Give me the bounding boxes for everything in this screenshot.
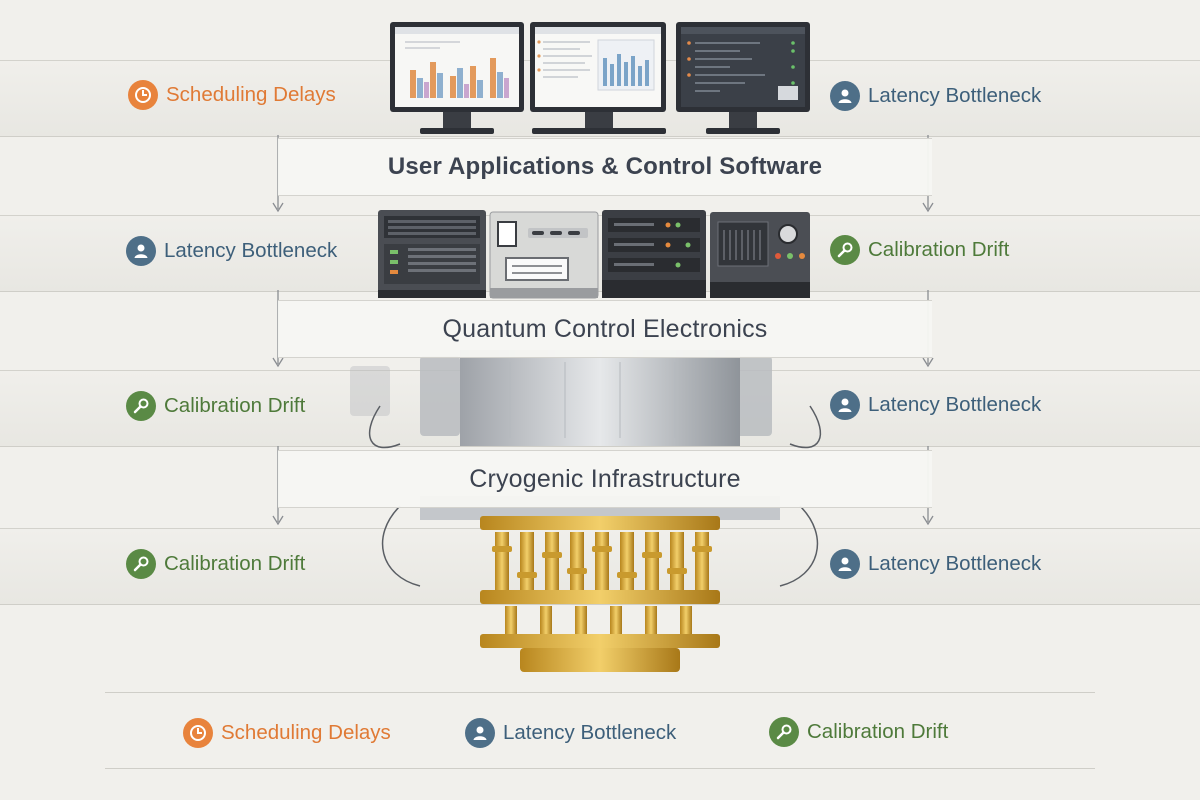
person-icon xyxy=(830,390,860,420)
clock-icon xyxy=(183,718,213,748)
issue-label: Calibration Drift xyxy=(868,238,1010,261)
issue-latency-bottleneck: Latency Bottleneck xyxy=(830,389,1041,421)
layer-title-software: User Applications & Control Software xyxy=(278,138,932,196)
issue-scheduling-delays: Scheduling Delays xyxy=(128,79,336,111)
rack-4 xyxy=(710,212,810,298)
monitor-2 xyxy=(530,22,666,134)
legend-divider-top xyxy=(105,692,1095,693)
issue-label: Latency Bottleneck xyxy=(164,239,338,262)
person-icon xyxy=(830,81,860,111)
wrench-icon xyxy=(830,235,860,265)
issue-latency-bottleneck: Latency Bottleneck xyxy=(830,80,1041,112)
issue-latency-bottleneck: Latency Bottleneck xyxy=(830,548,1041,580)
legend-divider-bottom xyxy=(105,768,1095,769)
issue-label: Latency Bottleneck xyxy=(868,84,1042,107)
issue-latency-bottleneck: Latency Bottleneck xyxy=(126,235,337,267)
wrench-icon xyxy=(769,717,799,747)
rack-1 xyxy=(378,210,486,298)
monitor-3 xyxy=(676,22,810,134)
rack-2 xyxy=(489,211,599,299)
monitors-illustration xyxy=(390,22,810,134)
issue-calibration-drift: Calibration Drift xyxy=(126,548,305,580)
issue-label: Latency Bottleneck xyxy=(868,393,1042,416)
issue-label: Scheduling Delays xyxy=(166,83,336,106)
person-icon xyxy=(126,236,156,266)
person-icon xyxy=(465,718,495,748)
issue-label: Latency Bottleneck xyxy=(868,552,1042,575)
cryostat-illustration xyxy=(350,350,821,672)
legend-label: Latency Bottleneck xyxy=(503,721,677,744)
legend-label: Calibration Drift xyxy=(807,720,949,743)
clock-icon xyxy=(128,80,158,110)
wrench-icon xyxy=(126,549,156,579)
legend-item-latency-bottleneck: Latency Bottleneck xyxy=(465,717,676,749)
legend-item-scheduling-delays: Scheduling Delays xyxy=(183,717,391,749)
person-icon xyxy=(830,549,860,579)
legend-item-calibration-drift: Calibration Drift xyxy=(769,716,948,748)
issue-calibration-drift: Calibration Drift xyxy=(830,234,1009,266)
layer-title-cryogenic: Cryogenic Infrastructure xyxy=(278,450,932,508)
rack-3 xyxy=(602,210,706,298)
legend-label: Scheduling Delays xyxy=(221,721,391,744)
band-2 xyxy=(0,215,1200,292)
issue-label: Calibration Drift xyxy=(164,394,306,417)
layer-title-electronics: Quantum Control Electronics xyxy=(278,300,932,358)
control-racks-illustration xyxy=(378,210,810,299)
issue-calibration-drift: Calibration Drift xyxy=(126,390,305,422)
issue-label: Calibration Drift xyxy=(164,552,306,575)
wrench-icon xyxy=(126,391,156,421)
monitor-1 xyxy=(390,22,524,134)
